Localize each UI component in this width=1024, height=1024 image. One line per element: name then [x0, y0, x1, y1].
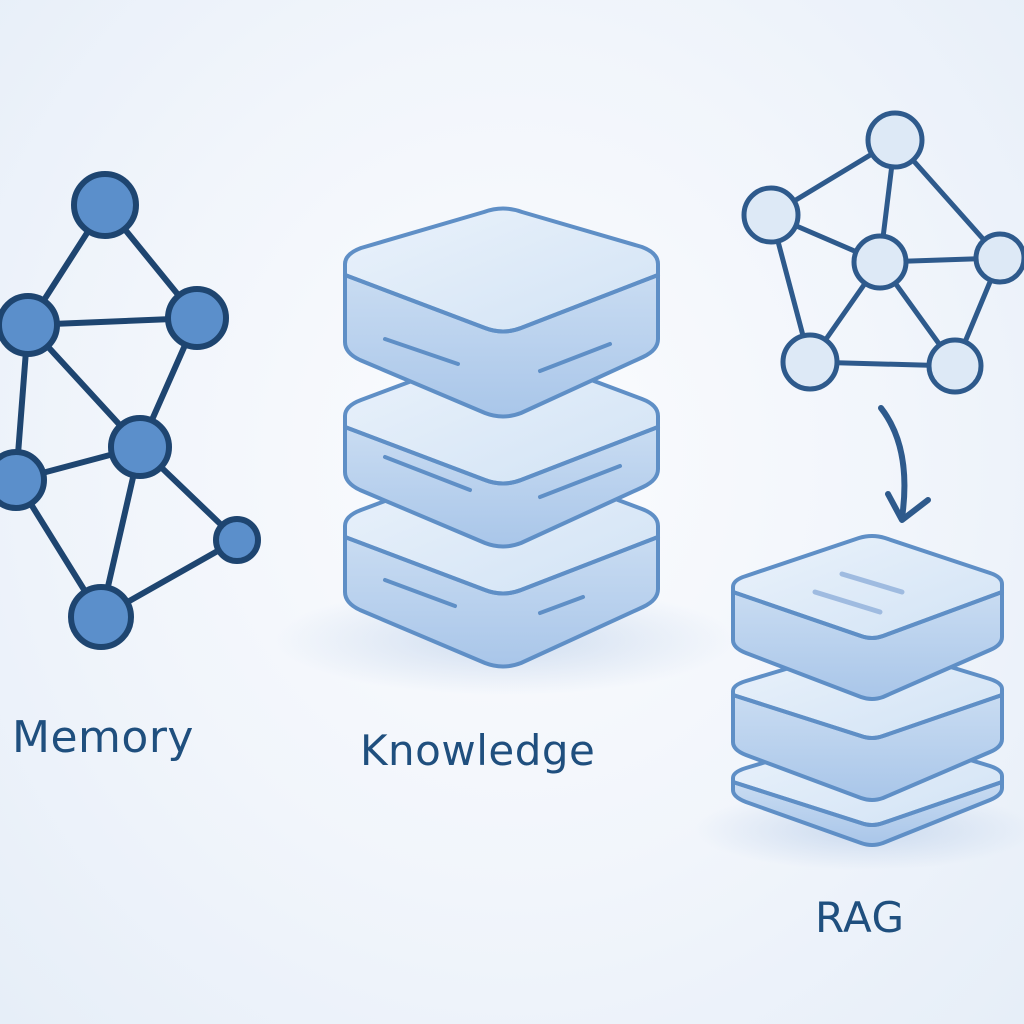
memory-node-icon — [108, 415, 172, 479]
arrow-down-icon — [878, 405, 931, 523]
knowledge-database-icon — [275, 206, 735, 695]
rag-node-icon — [926, 337, 984, 395]
memory-node-icon — [165, 286, 229, 350]
memory-node-icon — [71, 171, 139, 239]
rag-node-icon — [973, 231, 1024, 285]
memory-graph — [0, 171, 261, 650]
rag-node-icon — [741, 185, 801, 245]
rag-label: RAG — [815, 893, 905, 942]
knowledge-layer-top — [343, 206, 660, 419]
rag-database-icon — [695, 534, 1024, 870]
memory-node-icon — [0, 449, 47, 511]
memory-label: Memory — [12, 712, 194, 763]
knowledge-label: Knowledge — [360, 726, 596, 775]
memory-node-icon — [68, 584, 134, 650]
memory-node-icon — [213, 516, 261, 564]
rag-node-icon — [851, 233, 909, 291]
rag-node-icon — [780, 332, 840, 392]
rag-layer-top — [731, 534, 1004, 701]
rag-node-icon — [865, 110, 925, 170]
memory-node-icon — [0, 293, 60, 357]
rag-graph — [741, 110, 1024, 395]
